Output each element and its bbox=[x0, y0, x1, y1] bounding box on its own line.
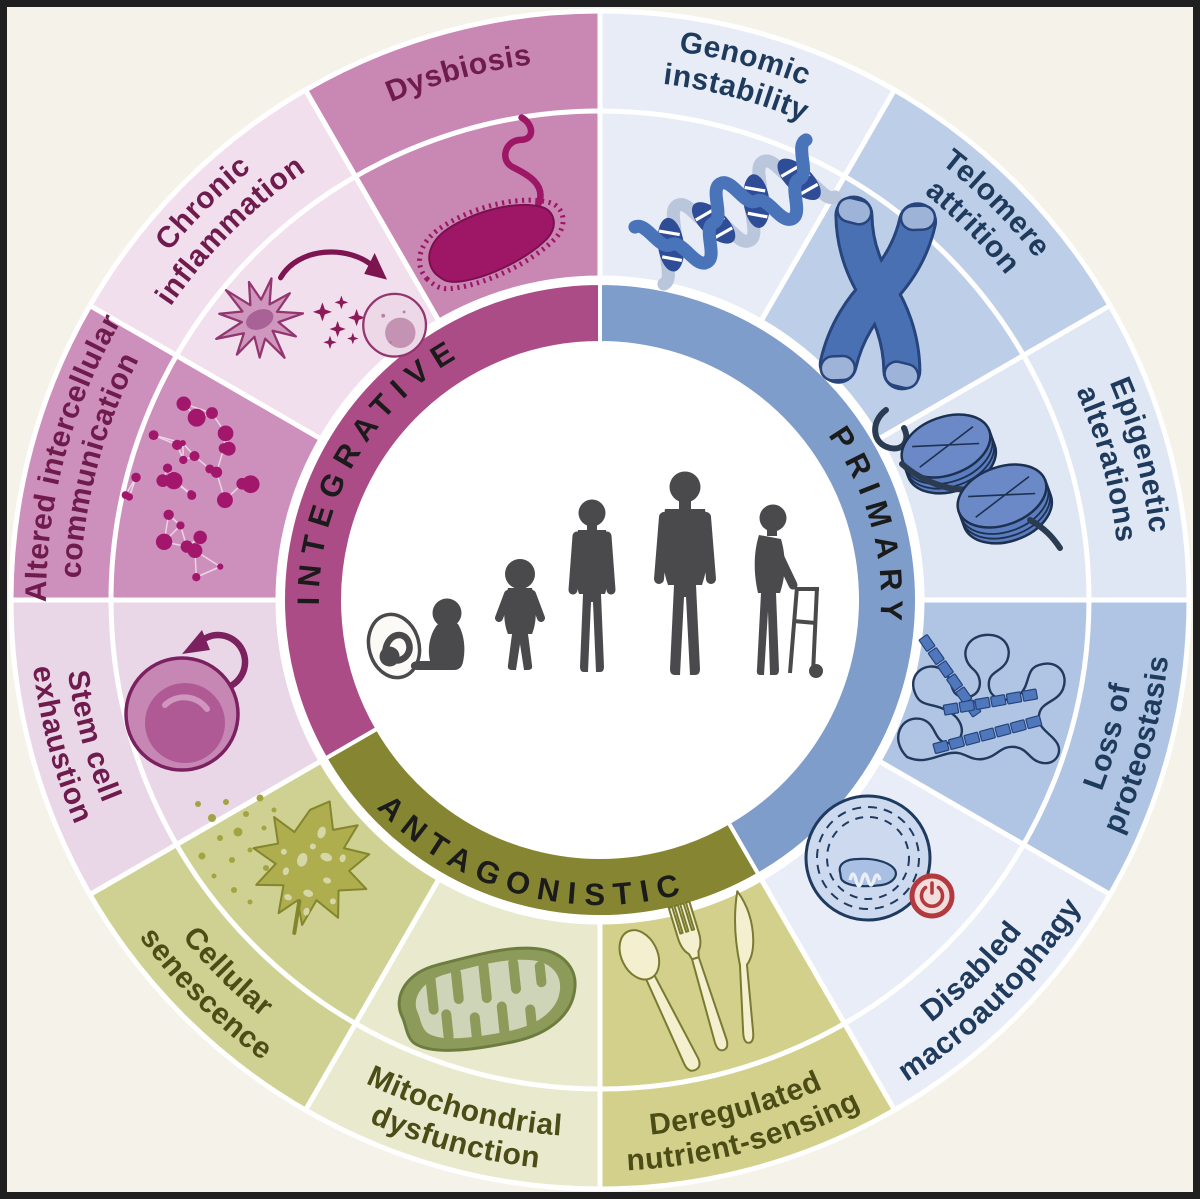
category-arc-primary bbox=[598, 281, 919, 877]
older-adult-with-walker-silhouette bbox=[754, 504, 823, 678]
toddler-silhouette bbox=[495, 559, 545, 670]
walker-icon bbox=[788, 586, 823, 678]
adolescent-silhouette bbox=[568, 499, 616, 672]
band-separator bbox=[108, 108, 1092, 1092]
adult-silhouette bbox=[654, 471, 716, 675]
lifespan-silhouettes bbox=[366, 471, 823, 680]
embryo-icon bbox=[366, 612, 422, 680]
infant-silhouette bbox=[410, 598, 465, 670]
category-arc-integrative bbox=[281, 281, 602, 761]
